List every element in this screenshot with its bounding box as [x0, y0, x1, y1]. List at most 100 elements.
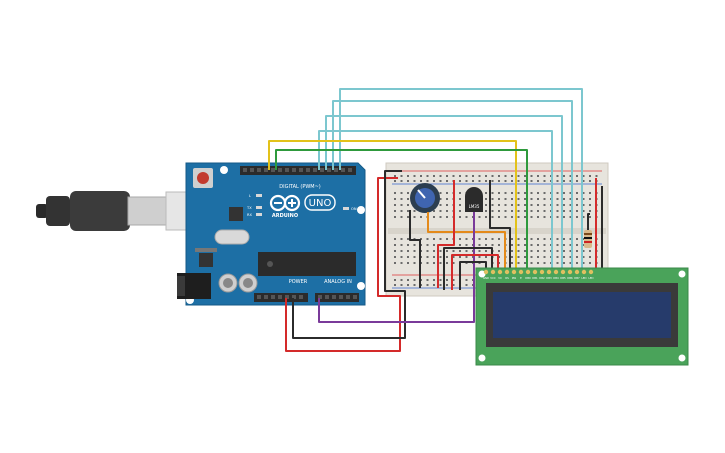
digital-header[interactable]	[240, 166, 356, 175]
breadboard-hole[interactable]	[400, 250, 403, 252]
breadboard-hole[interactable]	[439, 180, 442, 182]
breadboard-hole[interactable]	[465, 180, 468, 182]
wire-orange[interactable]	[427, 212, 506, 270]
breadboard-hole[interactable]	[413, 175, 416, 177]
breadboard-hole[interactable]	[517, 216, 520, 218]
breadboard-hole[interactable]	[543, 256, 546, 258]
breadboard-hole[interactable]	[400, 180, 403, 182]
breadboard-hole[interactable]	[426, 250, 429, 252]
reset-button[interactable]	[193, 168, 213, 188]
breadboard-hole[interactable]	[498, 238, 500, 240]
breadboard-hole[interactable]	[498, 198, 500, 200]
breadboard-hole[interactable]	[446, 175, 448, 177]
breadboard-hole[interactable]	[543, 204, 546, 206]
breadboard-hole[interactable]	[426, 279, 429, 281]
breadboard-hole[interactable]	[446, 279, 448, 281]
breadboard-hole[interactable]	[569, 180, 572, 182]
breadboard-hole[interactable]	[498, 244, 500, 246]
lcd-pin[interactable]	[546, 269, 552, 275]
breadboard-hole[interactable]	[400, 284, 403, 286]
breadboard-hole[interactable]	[589, 175, 591, 177]
breadboard-hole[interactable]	[556, 244, 559, 246]
breadboard-hole[interactable]	[400, 216, 403, 218]
breadboard-hole[interactable]	[478, 250, 481, 252]
breadboard-hole[interactable]	[563, 256, 565, 258]
breadboard-hole[interactable]	[459, 256, 461, 258]
breadboard-hole[interactable]	[400, 238, 403, 240]
breadboard-hole[interactable]	[465, 238, 468, 240]
breadboard-hole[interactable]	[439, 279, 442, 281]
breadboard-hole[interactable]	[569, 210, 572, 212]
breadboard-hole[interactable]	[420, 216, 422, 218]
lcd-pin[interactable]	[483, 269, 489, 275]
breadboard-hole[interactable]	[433, 284, 435, 286]
breadboard-hole[interactable]	[569, 262, 572, 264]
breadboard-hole[interactable]	[537, 192, 539, 194]
breadboard-hole[interactable]	[576, 192, 578, 194]
lcd-pin[interactable]	[511, 269, 517, 275]
breadboard-hole[interactable]	[452, 279, 455, 281]
breadboard-hole[interactable]	[400, 192, 403, 194]
breadboard-hole[interactable]	[537, 238, 539, 240]
breadboard-hole[interactable]	[491, 216, 494, 218]
breadboard-hole[interactable]	[569, 198, 572, 200]
breadboard-hole[interactable]	[543, 210, 546, 212]
breadboard-hole[interactable]	[407, 198, 409, 200]
breadboard-hole[interactable]	[530, 238, 533, 240]
breadboard-hole[interactable]	[400, 256, 403, 258]
breadboard-hole[interactable]	[407, 284, 409, 286]
breadboard-hole[interactable]	[472, 175, 474, 177]
breadboard-hole[interactable]	[589, 250, 591, 252]
wire-red-5v[interactable]	[285, 177, 401, 352]
wire-green[interactable]	[275, 149, 528, 270]
breadboard-hole[interactable]	[433, 256, 435, 258]
breadboard-hole[interactable]	[485, 216, 487, 218]
breadboard-hole[interactable]	[407, 180, 409, 182]
wire-cyan-3[interactable]	[325, 115, 563, 270]
breadboard-hole[interactable]	[439, 216, 442, 218]
breadboard-hole[interactable]	[433, 250, 435, 252]
breadboard-hole[interactable]	[537, 262, 539, 264]
breadboard-hole[interactable]	[556, 216, 559, 218]
breadboard-hole[interactable]	[426, 244, 429, 246]
breadboard-hole[interactable]	[407, 192, 409, 194]
breadboard-hole[interactable]	[524, 262, 526, 264]
breadboard-hole[interactable]	[439, 256, 442, 258]
breadboard-hole[interactable]	[569, 250, 572, 252]
breadboard-hole[interactable]	[459, 204, 461, 206]
breadboard-hole[interactable]	[478, 244, 481, 246]
breadboard-hole[interactable]	[485, 204, 487, 206]
lcd-pin[interactable]	[539, 269, 545, 275]
breadboard-hole[interactable]	[446, 262, 448, 264]
wire-yellow[interactable]	[268, 140, 517, 270]
breadboard-hole[interactable]	[459, 198, 461, 200]
breadboard-hole[interactable]	[394, 256, 396, 258]
breadboard-hole[interactable]	[543, 198, 546, 200]
breadboard-hole[interactable]	[504, 210, 507, 212]
breadboard-hole[interactable]	[394, 175, 396, 177]
breadboard-hole[interactable]	[459, 180, 461, 182]
breadboard-hole[interactable]	[589, 262, 591, 264]
lcd-pin[interactable]	[581, 269, 587, 275]
breadboard-hole[interactable]	[446, 284, 448, 286]
breadboard-hole[interactable]	[563, 216, 565, 218]
breadboard-hole[interactable]	[530, 262, 533, 264]
wire-cyan-1[interactable]	[339, 88, 583, 270]
breadboard-hole[interactable]	[576, 244, 578, 246]
breadboard-hole[interactable]	[511, 256, 513, 258]
breadboard-hole[interactable]	[576, 204, 578, 206]
breadboard-hole[interactable]	[556, 198, 559, 200]
breadboard-hole[interactable]	[504, 198, 507, 200]
breadboard-hole[interactable]	[400, 262, 403, 264]
breadboard-hole[interactable]	[582, 250, 585, 252]
breadboard-hole[interactable]	[569, 238, 572, 240]
breadboard-hole[interactable]	[485, 192, 487, 194]
breadboard-hole[interactable]	[452, 284, 455, 286]
breadboard-hole[interactable]	[524, 180, 526, 182]
breadboard-hole[interactable]	[576, 238, 578, 240]
breadboard-hole[interactable]	[511, 180, 513, 182]
breadboard-hole[interactable]	[537, 180, 539, 182]
breadboard-hole[interactable]	[524, 256, 526, 258]
breadboard-hole[interactable]	[576, 256, 578, 258]
breadboard-hole[interactable]	[517, 198, 520, 200]
